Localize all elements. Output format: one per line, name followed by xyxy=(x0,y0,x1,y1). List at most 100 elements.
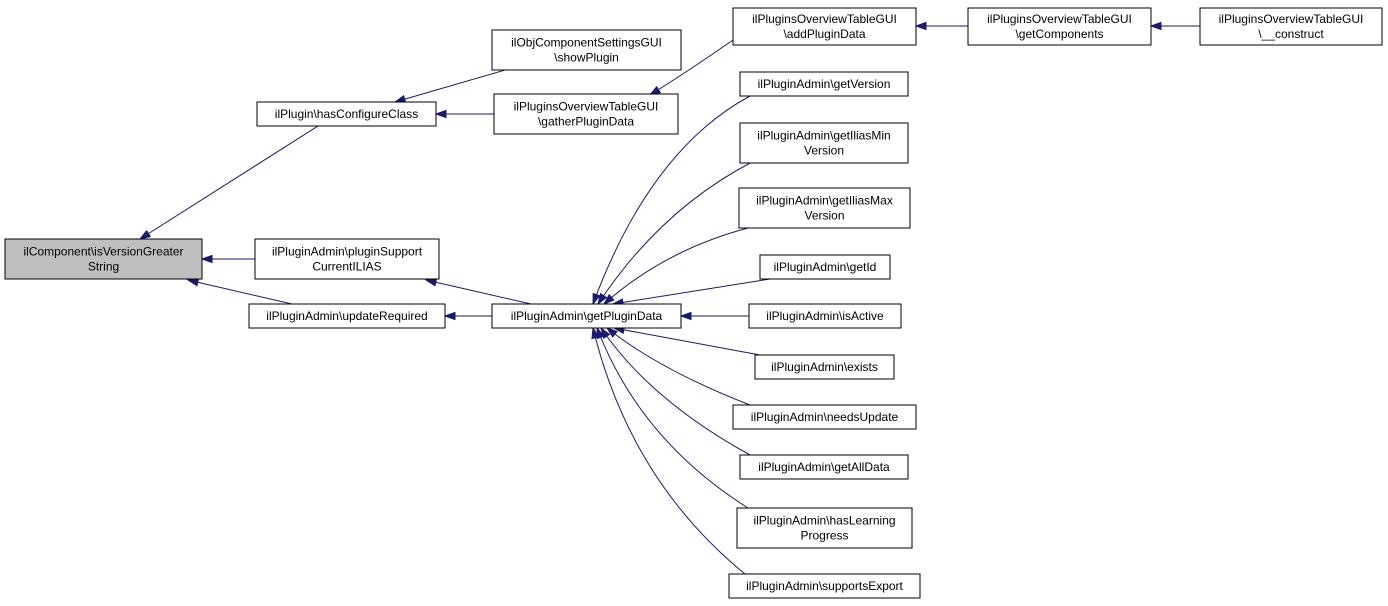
edge-arrowhead xyxy=(597,292,608,306)
node-label-line: ilPluginAdmin\hasLearning xyxy=(753,514,895,528)
node-box xyxy=(1199,7,1383,46)
node-label-line: Progress xyxy=(800,529,848,543)
node-exists[interactable]: ilPluginAdmin\exists xyxy=(754,354,895,380)
edge-line xyxy=(139,125,319,240)
edge-needsUpdate-to-getPluginData xyxy=(605,327,751,406)
node-hasConfigureClass[interactable]: ilPlugin\hasConfigureClass xyxy=(256,101,437,127)
node-box xyxy=(759,254,891,280)
node-box xyxy=(491,303,682,329)
edge-isActive-to-getPluginData xyxy=(679,311,749,321)
edge-getComponents-to-addPluginData xyxy=(914,21,968,31)
node-label-line: ilPluginAdmin\getVersion xyxy=(758,77,891,91)
edge-line xyxy=(612,278,771,305)
edge-line xyxy=(596,327,749,509)
edge-hasLearningProgress-to-getPluginData xyxy=(596,326,749,509)
node-label-line: \__construct xyxy=(1258,27,1324,41)
edge-arrowhead xyxy=(914,21,927,31)
node-getId[interactable]: ilPluginAdmin\getId xyxy=(759,254,891,280)
edge-line xyxy=(425,279,532,305)
node-needsUpdate[interactable]: ilPluginAdmin\needsUpdate xyxy=(732,404,917,430)
node-label-line: ilPlugin\hasConfigureClass xyxy=(275,107,418,121)
edge-arrowhead xyxy=(591,326,600,340)
node-box xyxy=(748,303,902,329)
node-label-line: \getComponents xyxy=(1015,27,1103,41)
node-box xyxy=(736,507,913,549)
edge-getAllData-to-getPluginData xyxy=(600,326,751,456)
edge-arrowhead xyxy=(424,278,438,287)
node-label-line: Version xyxy=(804,144,844,158)
node-label-line: ilPluginAdmin\exists xyxy=(771,360,878,374)
edge-line xyxy=(600,327,751,456)
edge-updateRequired-to-root xyxy=(186,278,293,305)
edge-arrowhead xyxy=(434,109,447,119)
node-box xyxy=(728,573,921,599)
node-gatherPluginData[interactable]: ilPluginsOverviewTableGUI\gatherPluginDa… xyxy=(493,93,679,135)
node-box xyxy=(739,454,909,480)
edge-hasConfigureClass-to-root xyxy=(138,125,319,240)
edge-construct-to-getComponents xyxy=(1149,21,1200,31)
node-box xyxy=(738,187,911,229)
node-getComponents[interactable]: ilPluginsOverviewTableGUI\getComponents xyxy=(967,7,1152,46)
node-box xyxy=(256,101,437,127)
edge-arrowhead xyxy=(592,292,601,306)
node-label-line: \showPlugin xyxy=(554,51,619,65)
edge-getIliasMinVersion-to-getPluginData xyxy=(597,161,753,306)
node-label-line: ilObjComponentSettingsGUI xyxy=(511,36,662,50)
edges-layer xyxy=(138,21,1200,575)
edge-line xyxy=(606,327,751,406)
edge-supportsExport-to-getPluginData xyxy=(591,326,746,575)
node-label-line: ilPluginAdmin\getId xyxy=(774,260,877,274)
node-addPluginData[interactable]: ilPluginsOverviewTableGUI\addPluginData xyxy=(732,7,917,46)
node-box xyxy=(254,238,440,280)
node-box xyxy=(739,71,909,97)
edge-getId-to-getPluginData xyxy=(611,278,771,307)
edge-pluginSupportCurrentILIAS-to-root xyxy=(200,254,255,264)
edge-arrowhead xyxy=(1149,21,1162,31)
node-label-line: ilPluginAdmin\supportsExport xyxy=(746,579,903,593)
node-box xyxy=(754,354,895,380)
node-box xyxy=(248,303,446,329)
node-box xyxy=(493,93,679,135)
edge-getIliasMaxVersion-to-getPluginData xyxy=(602,227,749,306)
edge-arrowhead xyxy=(200,254,213,264)
node-box xyxy=(4,238,203,280)
node-label-line: ilPluginAdmin\getPluginData xyxy=(511,309,663,323)
node-label-line: \gatherPluginData xyxy=(538,115,634,129)
edge-line xyxy=(187,279,293,305)
node-label-line: ilPluginAdmin\updateRequired xyxy=(266,309,427,323)
node-box xyxy=(491,29,682,71)
node-label-line: ilPluginAdmin\pluginSupport xyxy=(272,245,423,259)
edge-arrowhead xyxy=(443,311,456,321)
node-getAllData[interactable]: ilPluginAdmin\getAllData xyxy=(739,454,909,480)
node-label-line: ilPluginsOverviewTableGUI xyxy=(752,12,897,26)
edge-line xyxy=(592,327,746,575)
node-label-line: ilPluginsOverviewTableGUI xyxy=(514,100,659,114)
node-label-line: ilPluginAdmin\getAllData xyxy=(758,460,890,474)
node-box xyxy=(732,404,917,430)
edge-addPluginData-to-gatherPluginData xyxy=(648,39,734,96)
node-getPluginData[interactable]: ilPluginAdmin\getPluginData xyxy=(491,303,682,329)
node-label-line: ilPluginAdmin\isActive xyxy=(766,309,884,323)
node-construct[interactable]: ilPluginsOverviewTableGUI\__construct xyxy=(1199,7,1383,46)
node-label-line: ilPluginsOverviewTableGUI xyxy=(987,12,1132,26)
node-label-line: ilPluginAdmin\needsUpdate xyxy=(751,410,899,424)
edge-line xyxy=(597,161,753,305)
node-updateRequired[interactable]: ilPluginAdmin\updateRequired xyxy=(248,303,446,329)
node-showPlugin[interactable]: ilObjComponentSettingsGUI\showPlugin xyxy=(491,29,682,71)
node-label-line: ilPluginAdmin\getIliasMax xyxy=(756,194,893,208)
node-label-line: ilPluginsOverviewTableGUI xyxy=(1219,12,1364,26)
edge-arrowhead xyxy=(605,327,618,338)
node-supportsExport[interactable]: ilPluginAdmin\supportsExport xyxy=(728,573,921,599)
node-getVersion[interactable]: ilPluginAdmin\getVersion xyxy=(739,71,909,97)
node-isActive[interactable]: ilPluginAdmin\isActive xyxy=(748,303,902,329)
node-box xyxy=(739,122,909,164)
node-box xyxy=(732,7,917,46)
edge-arrowhead xyxy=(186,278,200,287)
